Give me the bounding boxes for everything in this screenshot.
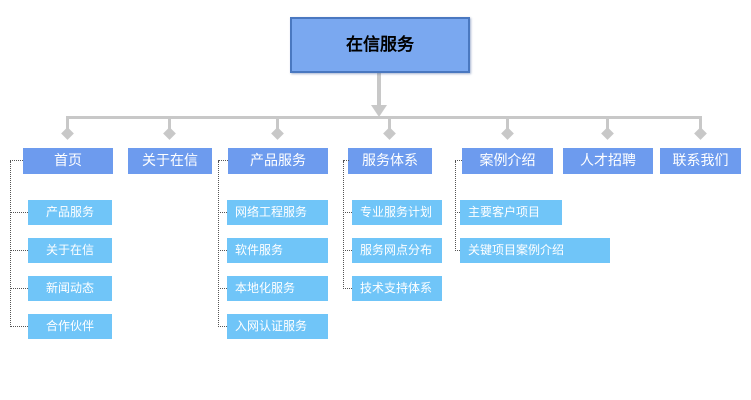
arrow-diamond-icon — [694, 127, 707, 140]
drop-line — [506, 119, 509, 132]
dotted-stub — [10, 288, 28, 289]
dotted-stub — [218, 288, 227, 289]
subnode-news[interactable]: 新闻动态 — [28, 276, 112, 301]
dotted-stub — [455, 160, 462, 161]
dotted-stub — [343, 160, 349, 161]
arrow-diamond-icon — [601, 127, 614, 140]
arrow-diamond-icon — [61, 127, 74, 140]
subnode-service-network[interactable]: 服务网点分布 — [352, 238, 442, 263]
dotted-stub — [218, 212, 227, 213]
dotted-trunk — [10, 161, 11, 327]
root-drop-line — [377, 73, 381, 106]
section-contact[interactable]: 联系我们 — [660, 148, 741, 174]
dotted-stub — [455, 212, 460, 213]
arrow-diamond-icon — [271, 127, 284, 140]
subnode-key-project-cases[interactable]: 关键项目案例介绍 — [460, 238, 610, 263]
dotted-trunk — [455, 161, 456, 251]
dotted-stub — [343, 288, 352, 289]
section-home[interactable]: 首页 — [23, 148, 113, 174]
dotted-stub — [455, 250, 460, 251]
root-node[interactable]: 在信服务 — [290, 17, 470, 73]
subnode-about-zaixin[interactable]: 关于在信 — [28, 238, 112, 263]
dotted-stub — [218, 326, 227, 327]
section-careers[interactable]: 人才招聘 — [563, 148, 653, 174]
dotted-stub — [343, 212, 352, 213]
subnode-product-services[interactable]: 产品服务 — [28, 200, 112, 225]
dotted-stub — [218, 250, 227, 251]
subnode-major-client-projects[interactable]: 主要客户项目 — [460, 200, 562, 225]
subnode-tech-support[interactable]: 技术支持体系 — [352, 276, 442, 301]
dotted-stub — [10, 326, 28, 327]
arrow-diamond-icon — [383, 127, 396, 140]
drop-line — [276, 119, 279, 132]
dotted-trunk — [218, 161, 219, 327]
arrow-down-icon — [371, 105, 387, 117]
subnode-software-services[interactable]: 软件服务 — [227, 238, 328, 263]
section-products[interactable]: 产品服务 — [228, 148, 328, 174]
drop-line — [388, 119, 391, 132]
dotted-stub — [10, 160, 23, 161]
dotted-stub — [343, 250, 352, 251]
drop-line — [66, 119, 69, 132]
dotted-stub — [10, 212, 28, 213]
drop-line — [606, 119, 609, 132]
dotted-stub — [218, 160, 228, 161]
drop-line — [699, 119, 702, 132]
drop-line — [168, 119, 171, 132]
section-service-system[interactable]: 服务体系 — [348, 148, 432, 174]
subnode-partners[interactable]: 合作伙伴 — [28, 314, 112, 339]
arrow-diamond-icon — [163, 127, 176, 140]
arrow-diamond-icon — [501, 127, 514, 140]
level1-horizontal-line — [66, 116, 702, 119]
section-cases[interactable]: 案例介绍 — [462, 148, 553, 174]
section-about[interactable]: 关于在信 — [128, 148, 212, 174]
subnode-localization[interactable]: 本地化服务 — [227, 276, 328, 301]
subnode-network-engineering[interactable]: 网络工程服务 — [227, 200, 328, 225]
dotted-trunk — [343, 161, 344, 289]
subnode-professional-service-plan[interactable]: 专业服务计划 — [352, 200, 442, 225]
subnode-network-certification[interactable]: 入网认证服务 — [227, 314, 328, 339]
dotted-stub — [10, 250, 28, 251]
